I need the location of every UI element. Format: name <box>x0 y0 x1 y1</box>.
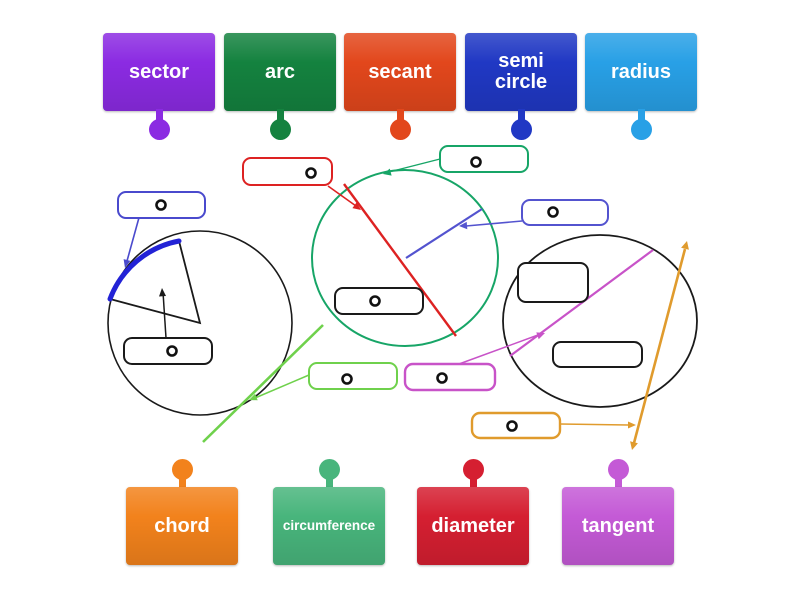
magenta-connector-arrowhead <box>536 332 545 340</box>
arc-highlight <box>107 238 182 302</box>
tile-pin-stem <box>276 109 284 124</box>
tile-pin-dot <box>148 119 170 140</box>
middle-circle-circumference <box>311 169 499 347</box>
tile-group-radius: radius <box>585 33 697 140</box>
lightgreen-connector-line <box>254 374 310 399</box>
tile-pin-dot <box>269 119 291 140</box>
drop-zone-right-mid-inner[interactable] <box>552 341 643 368</box>
target-marker-icon <box>166 345 178 357</box>
secant-connector-line <box>327 185 357 207</box>
orange-connector-arrowhead <box>628 421 636 429</box>
radius-line <box>405 208 483 259</box>
tile-circumference[interactable]: circumference <box>273 487 385 565</box>
orange-line-bottom-arrowhead <box>630 441 638 450</box>
sector-connector-arrowhead <box>159 288 166 297</box>
secant-connector-arrowhead <box>352 202 361 210</box>
tile-pin-dot <box>630 119 652 140</box>
tile-label: circumference <box>282 517 376 533</box>
arc-connector-line <box>126 213 141 262</box>
sector-connector-line <box>162 291 167 339</box>
target-marker-icon <box>506 420 518 432</box>
target-marker-icon <box>155 199 167 211</box>
tile-pin-stem <box>178 475 186 490</box>
tile-group-tangent: tangent <box>562 459 674 565</box>
target-marker-icon <box>436 372 448 384</box>
magenta-connector-line <box>458 334 539 365</box>
tile-pin-dot <box>318 459 340 480</box>
tile-diameter[interactable]: diameter <box>417 487 529 565</box>
arc-connector-arrowhead <box>123 259 131 268</box>
circumference-connector-line <box>388 158 441 173</box>
tile-pin-dot <box>389 119 411 140</box>
tile-pin-stem <box>637 109 645 124</box>
tile-radius[interactable]: radius <box>585 33 697 111</box>
target-marker-icon <box>470 156 482 168</box>
tile-group-diameter: diameter <box>417 459 529 565</box>
tile-pin-dot <box>171 459 193 480</box>
tile-pin-stem <box>517 109 525 124</box>
secant-line <box>343 183 457 337</box>
tile-pin-dot <box>462 459 484 480</box>
target-marker-icon <box>305 167 317 179</box>
tile-label: secant <box>368 60 432 83</box>
tile-label: radius <box>610 60 672 83</box>
lightgreen-connector-arrowhead <box>249 393 258 401</box>
tile-tangent[interactable]: tangent <box>562 487 674 565</box>
target-marker-icon <box>547 206 559 218</box>
tile-group-sector: sector <box>103 33 215 140</box>
tile-group-circumference: circumference <box>273 459 385 565</box>
tangent-line-lightgreen <box>202 324 324 443</box>
tile-label: arc <box>264 60 296 83</box>
tile-sector[interactable]: sector <box>103 33 215 111</box>
tile-pin-stem <box>155 109 163 124</box>
tile-label: sector <box>128 60 190 83</box>
target-marker-icon <box>341 373 353 385</box>
radius-connector-line <box>465 220 523 227</box>
tile-label: diameter <box>431 514 515 537</box>
sector-radii-lines <box>109 240 202 325</box>
tile-secant[interactable]: secant <box>344 33 456 111</box>
tile-chord[interactable]: chord <box>126 487 238 565</box>
tile-label: tangent <box>581 514 655 537</box>
drop-zone-right-top-inner[interactable] <box>517 262 589 303</box>
tile-group-arc: arc <box>224 33 336 140</box>
orange-line-top-arrowhead <box>681 241 689 250</box>
orange-connector-line <box>559 423 629 426</box>
drop-zone-green-circumference[interactable] <box>439 145 529 173</box>
tile-group-secant: secant <box>344 33 456 140</box>
tangent-line-orange <box>632 248 687 444</box>
drop-zone-lightgreen-tangent[interactable] <box>308 362 398 390</box>
right-circle <box>502 234 698 408</box>
drop-zone-magenta-diameter[interactable] <box>403 362 497 392</box>
tile-semi-circle[interactable]: semi circle <box>465 33 577 111</box>
target-marker-icon <box>369 295 381 307</box>
tile-label: semi circle <box>494 50 548 93</box>
drop-zone-red-secant[interactable] <box>242 157 333 186</box>
tile-pin-stem <box>614 475 622 490</box>
left-circle <box>107 230 293 416</box>
tile-pin-dot <box>510 119 532 140</box>
diameter-line-magenta <box>509 249 654 357</box>
drop-zone-blue-radius[interactable] <box>521 199 609 226</box>
tile-pin-stem <box>396 109 404 124</box>
tile-group-semi-circle: semi circle <box>465 33 577 140</box>
radius-connector-arrowhead <box>459 221 468 230</box>
tile-pin-stem <box>469 475 477 490</box>
tile-pin-dot <box>607 459 629 480</box>
tile-arc[interactable]: arc <box>224 33 336 111</box>
tile-label: chord <box>154 514 210 537</box>
tile-group-chord: chord <box>126 459 238 565</box>
tile-pin-stem <box>325 475 333 490</box>
circumference-connector-arrowhead <box>383 168 392 176</box>
